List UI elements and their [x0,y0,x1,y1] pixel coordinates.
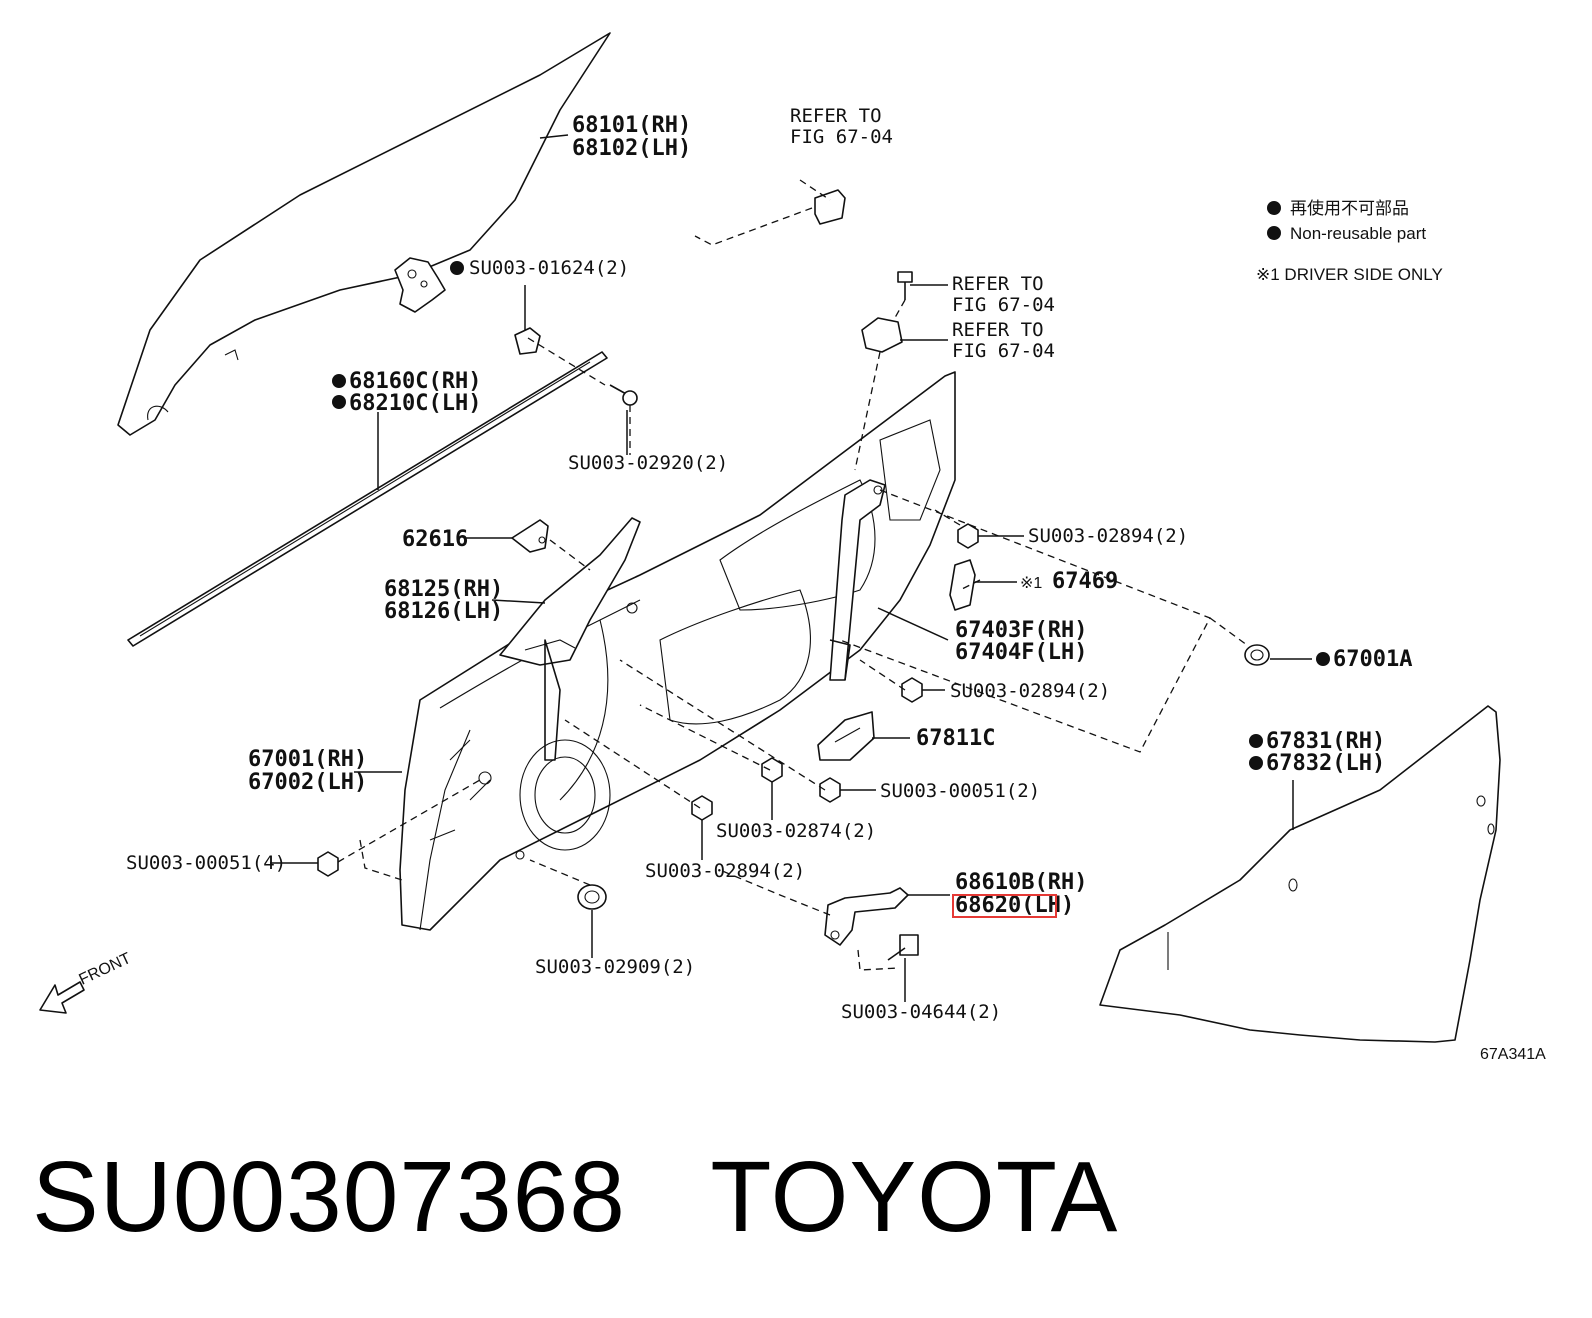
label-regulator-rh: 67403F(RH) [955,618,1087,643]
label-cover-rh: 67831(RH) [1266,729,1385,754]
label-67811c: 67811C [916,726,995,751]
leader-lines [270,134,1312,1002]
label-refer3-a: REFER TO [952,319,1044,341]
brand-name: TOYOTA [710,1141,1119,1253]
label-refer1-b: FIG 67-04 [790,126,893,148]
nut-icons [317,523,979,877]
window-regulator [829,479,886,681]
label-su00051-a: SU003-00051(2) [880,780,1040,802]
plug-icon [577,884,607,910]
label-frame-rh: 68125(RH) [384,577,503,602]
legend-note: ※1 DRIVER SIDE ONLY [1256,265,1443,284]
label-refer3-b: FIG 67-04 [952,340,1055,362]
label-weather-rh: 68160C(RH) [349,369,481,394]
front-arrow-icon [39,981,85,1014]
label-refer2-b: FIG 67-04 [952,294,1055,316]
label-67469-mark: ※1 [1020,575,1042,592]
label-regulator-lh: 67404F(LH) [955,640,1087,665]
label-glass-rh: 68101(RH) [572,113,691,138]
label-refer1-a: REFER TO [790,105,882,127]
front-label: FRONT [77,950,134,989]
highlight-box [952,894,1057,918]
label-door-lh: 67002(LH) [248,770,367,795]
figure-code: 67A341A [1480,1046,1546,1063]
bracket-67811c-icon [817,711,875,761]
pad-67469-icon [949,559,976,611]
door-panel [399,371,956,931]
part-number: SU00307368 [32,1141,626,1253]
label-check-rh: 68610B(RH) [955,870,1087,895]
label-su02874: SU003-02874(2) [716,820,876,842]
refer-part-icon [694,179,846,246]
label-refer2-a: REFER TO [952,273,1044,295]
assembly-lines [337,489,1248,971]
label-su00051-b: SU003-00051(4) [126,852,286,874]
non-reusable-markers [332,201,1330,770]
label-su02920: SU003-02920(2) [568,452,728,474]
service-hole-cover [1099,705,1501,1043]
label-su04644: SU003-04644(2) [841,1001,1001,1023]
label-door-rh: 67001(RH) [248,747,367,772]
label-check-lh: 68620(LH) [955,893,1074,918]
label-67469: 67469 [1052,569,1118,594]
legend-en: Non-reusable part [1290,224,1426,243]
legend-jp: 再使用不可部品 [1290,198,1409,218]
door-glass [117,32,611,436]
bracket-icon [854,317,903,471]
label-62616: 62616 [402,527,468,552]
label-cover-lh: 67832(LH) [1266,751,1385,776]
label-67001a: 67001A [1333,647,1412,672]
label-glass-lh: 68102(LH) [572,136,691,161]
window-frame [499,517,641,761]
bolt-04644-icon [887,934,919,961]
beltline-weatherstrip [127,351,608,647]
page-title: SU00307368 TOYOTA [32,1140,1118,1255]
door-check-link [824,887,909,946]
label-weather-lh: 68210C(LH) [349,391,481,416]
grommet-icon [1244,644,1270,666]
label-su02894-c: SU003-02894(2) [645,860,805,882]
clip-icon [514,327,606,386]
label-su02909: SU003-02909(2) [535,956,695,978]
label-su02894-b: SU003-02894(2) [950,680,1110,702]
label-frame-lh: 68126(LH) [384,599,503,624]
clip-62616-icon [511,519,591,571]
label-su01624: SU003-01624(2) [469,257,629,279]
screw-icon [609,384,638,455]
label-su02894-a: SU003-02894(2) [1028,525,1188,547]
glass-holder-icon [394,257,446,313]
